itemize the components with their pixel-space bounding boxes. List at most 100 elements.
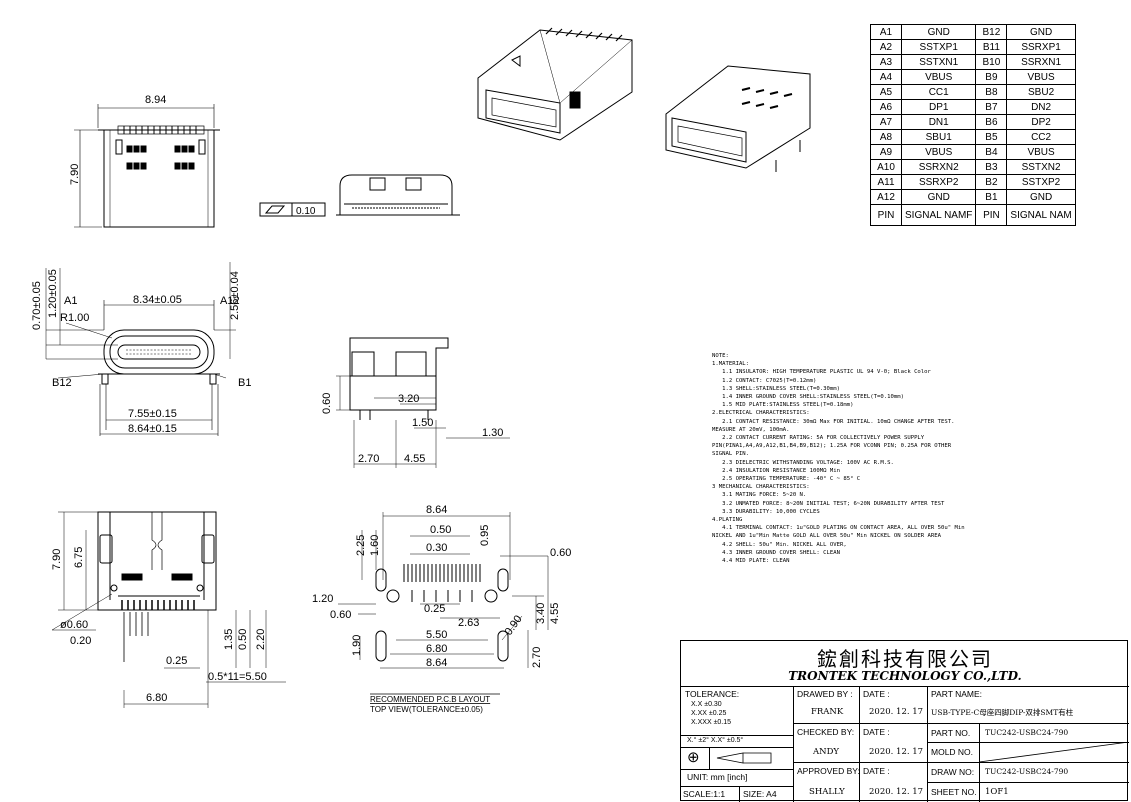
- signal-cell: SBU1: [900, 129, 977, 145]
- note-line: 3.2 UNMATED FORCE: 8~20N INITIAL TEST; 6…: [712, 500, 945, 507]
- dim-radius: R1.00: [60, 312, 89, 324]
- note-line: NICKEL AND 1u"Min Matte GOLD ALL OVER 50…: [712, 533, 942, 540]
- company-name-en: TRONTEK TECHNOLOGY CO.,LTD.: [788, 669, 1022, 683]
- label-a1: A1: [64, 295, 77, 307]
- signal-cell: SSRXP1: [1006, 39, 1076, 55]
- pin-cell: B1: [975, 189, 1008, 205]
- pcb-dim-550: 5.50: [426, 629, 447, 641]
- side-dim-455: 4.55: [404, 453, 425, 465]
- tolerance-xx: X.X ±0.30: [691, 701, 722, 708]
- pcb-dim-120: 1.20: [312, 593, 333, 605]
- note-line: 4.3 INNER GROUND COVER SHELL: CLEAN: [712, 549, 840, 556]
- pcb-dim-225: 2.25: [355, 535, 367, 556]
- signal-cell: SSTXP2: [1006, 174, 1076, 190]
- projection-symbol-icon: ⊕: [687, 749, 700, 766]
- dim-070: 0.70±0.05: [31, 281, 43, 330]
- signal-cell: SSRXN2: [900, 159, 977, 175]
- signal-cell: GND: [900, 24, 977, 40]
- pin-cell: A2: [870, 39, 902, 55]
- signal-cell: CC2: [1006, 129, 1076, 145]
- pcb-dim-095: 0.95: [479, 525, 491, 546]
- pin-cell: A6: [870, 99, 902, 115]
- side-dim-130: 1.30: [482, 427, 503, 439]
- projection-cone-icon: [716, 752, 772, 764]
- pin-cell: A7: [870, 114, 902, 130]
- pcb-layout: [338, 512, 549, 695]
- sheet-no-label: SHEET NO.: [931, 787, 977, 797]
- pin-cell: A4: [870, 69, 902, 85]
- checked-by-label: CHECKED BY:: [797, 727, 855, 737]
- signal-cell: DP1: [900, 99, 977, 115]
- tolerance-label: TOLERANCE:: [685, 689, 740, 699]
- side-view: [336, 337, 510, 468]
- pcb-dim-030: 0.30: [426, 542, 447, 554]
- bottom-dim-050: 0.50: [237, 629, 249, 650]
- date-label-1: DATE :: [863, 689, 890, 699]
- note-line: 2.5 OPERATING TEMPERATURE: -40° C ~ 85° …: [712, 476, 861, 483]
- side-dim-320: 3.20: [398, 393, 419, 405]
- mold-no-blank: [979, 742, 1129, 762]
- drawed-by-label: DRAWED BY :: [797, 689, 853, 699]
- signal-cell: DN2: [1006, 99, 1076, 115]
- part-no: TUC242-USBC24-790: [985, 728, 1069, 737]
- pin-cell: A11: [870, 174, 902, 190]
- note-line: 1.4 INNER GROUND COVER SHELL:STAINLESS S…: [712, 394, 904, 401]
- pcb-caption-line1: RECOMMENDED P.C.B LAYOUT: [370, 695, 490, 704]
- part-no-label: PART NO.: [931, 728, 971, 738]
- note-line: NOTE:: [712, 353, 729, 359]
- pcb-dim-025: 0.25: [424, 603, 445, 615]
- bottom-dim-020: 0.20: [70, 635, 91, 647]
- bottom-dim-675: 6.75: [73, 547, 85, 568]
- size: SIZE: A4: [743, 789, 777, 799]
- bottom-dim-220: 2.20: [255, 629, 267, 650]
- pcb-dim-455: 4.55: [549, 603, 561, 624]
- approved-by: SHALLY: [809, 787, 845, 797]
- note-line: 3 MECHANICAL CHARACTERISTICS:: [712, 484, 810, 491]
- bottom-dim-790: 7.90: [51, 549, 63, 570]
- signal-cell: SBU2: [1006, 84, 1076, 100]
- signal-cell: VBUS: [1006, 69, 1076, 85]
- checked-by: ANDY: [813, 747, 840, 757]
- part-name: USB-TYPE-C母座四脚DIP-双排SMT有柱: [931, 708, 1074, 717]
- draw-no-label: DRAW NO:: [931, 767, 975, 777]
- pin-cell: A10: [870, 159, 902, 175]
- pin-cell: A5: [870, 84, 902, 100]
- date-label-3: DATE :: [863, 766, 890, 776]
- label-b12: B12: [52, 377, 72, 389]
- drawed-by: FRANK: [811, 707, 844, 717]
- pin-table-header-cell: PIN: [975, 204, 1008, 226]
- iso-view-right: [665, 65, 811, 172]
- pin-cell: B12: [975, 24, 1008, 40]
- pcb-pads: [403, 564, 481, 602]
- bottom-dim-025: 0.25: [166, 655, 187, 667]
- pin-cell: B11: [975, 39, 1008, 55]
- pin-cell: B3: [975, 159, 1008, 175]
- pin-table-header-cell: PIN: [870, 204, 902, 226]
- note-line: 2.3 DIELECTRIC WITHSTANDING VOLTAGE: 100…: [712, 459, 894, 466]
- pcb-dim-060-left: 0.60: [330, 609, 351, 621]
- unit: UNIT: mm [inch]: [687, 772, 748, 782]
- dim-755: 7.55±0.15: [128, 408, 177, 420]
- note-line: MEASURE AT 20mV, 100mA.: [712, 426, 790, 433]
- tolerance-angle: X.° ±2° X.X° ±0.5°: [687, 737, 744, 744]
- note-line: 4.4 MID PLATE: CLEAN: [712, 558, 790, 565]
- bottom-dim-680: 6.80: [146, 692, 167, 704]
- dim-top-height: 7.90: [69, 164, 81, 185]
- date-label-2: DATE :: [863, 727, 890, 737]
- signal-cell: GND: [1006, 189, 1076, 205]
- note-line: 4.2 SHELL: 50u" Min. NICKEL ALL OVER,: [712, 541, 847, 548]
- pcb-dim-680: 6.80: [426, 643, 447, 655]
- note-line: 1.MATERIAL:: [712, 361, 750, 368]
- pin-table-header-cell: SIGNAL NAM: [1006, 204, 1076, 226]
- front-view: [45, 262, 236, 436]
- note-line: 2.ELECTRICAL CHARACTERISTICS:: [712, 410, 810, 417]
- signal-cell: VBUS: [1006, 144, 1076, 160]
- date-2: 2020. 12. 17: [869, 747, 924, 757]
- pin-cell: A8: [870, 129, 902, 145]
